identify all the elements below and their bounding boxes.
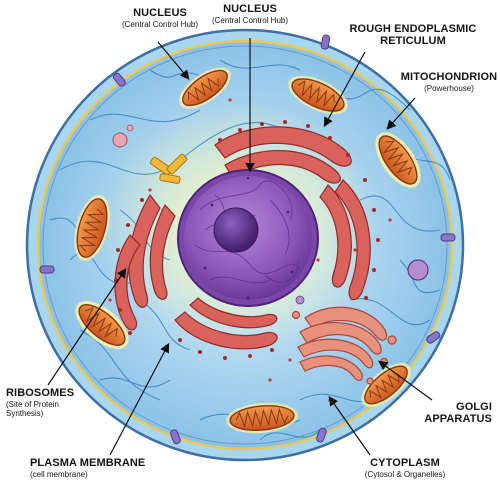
label-rough-er-line1: ROUGH ENDOPLASMIC (349, 23, 477, 35)
mitochondrion-7 (361, 362, 411, 408)
mitochondrion-6 (226, 402, 298, 434)
label-golgi-line2: APPARATUS (424, 412, 492, 425)
label-rough-er-line2: RETICULUM (380, 34, 446, 47)
mitochondrion-1 (179, 67, 231, 109)
label-mitochondrion-sub: (Powerhouse) (424, 83, 474, 93)
vesicle (295, 295, 305, 305)
label-mitochondrion: MITOCHONDRION (Powerhouse) (400, 71, 498, 93)
rough-endoplasmic-reticulum (114, 126, 371, 350)
label-cytoplasm: CYTOPLASM (Cytosol & Organelles) (340, 457, 470, 479)
membrane-proteins (39, 34, 456, 445)
label-plasma-membrane-name: PLASMA MEMBRANE (30, 457, 146, 469)
vesicle (126, 124, 134, 132)
mitochondrion-2 (288, 75, 348, 115)
label-golgi-line1: GOLGI (456, 401, 492, 413)
label-rough-er: ROUGH ENDOPLASMIC RETICULUM (338, 23, 488, 47)
leader-rough-er (323, 51, 366, 128)
leader-mitochondrion (386, 97, 416, 130)
label-plasma-membrane: PLASMA MEMBRANE (cell membrane) (30, 457, 170, 479)
label-plasma-membrane-sub: (cell membrane) (30, 469, 88, 479)
label-ribosomes-sub-line2: Synthesis) (6, 408, 44, 418)
er-ribosomes (114, 120, 380, 360)
label-nucleus-center-name: NUCLEUS (223, 3, 277, 15)
label-ribosomes-name: RIBOSOMES (6, 387, 75, 399)
plasma-membrane-inner-edge (42, 45, 448, 445)
vesicle (112, 132, 128, 148)
label-nucleus-center-sub: (Central Control Hub) (211, 15, 289, 25)
mitochondrion-5 (75, 301, 129, 349)
mitochondrion-4 (74, 194, 110, 262)
leader-ribosomes (47, 268, 127, 386)
nucleolus (213, 207, 259, 253)
label-cytoplasm-name: CYTOPLASM (370, 457, 440, 469)
label-nucleus-left-sub: (Central Control Hub) (121, 19, 199, 29)
label-ribosomes: RIBOSOMES (Site of Protein Synthesis) (6, 387, 106, 418)
label-mitochondrion-name: MITOCHONDRION (400, 71, 498, 83)
mitochondrion-3 (375, 132, 421, 188)
mitochondria (74, 67, 421, 434)
label-golgi: GOLGI APPARATUS (400, 401, 492, 425)
nucleus (177, 169, 319, 307)
vesicles (112, 124, 429, 305)
leader-cytoplasm (328, 396, 371, 456)
label-ribosomes-sub-line1: (Site of Protein (6, 399, 59, 409)
leader-plasma-membrane (109, 342, 170, 456)
label-nucleus-center: NUCLEUS (Central Control Hub) (190, 3, 310, 25)
centrioles (149, 153, 188, 184)
label-nucleus-left: NUCLEUS (Central Control Hub) (95, 7, 225, 29)
label-nucleus-left-name: NUCLEUS (133, 7, 187, 19)
label-cytoplasm-sub: (Cytosol & Organelles) (364, 469, 446, 479)
leader-lines (47, 38, 433, 456)
leader-nucleus-left (157, 41, 190, 80)
vesicle (407, 259, 429, 281)
golgi-apparatus (291, 306, 397, 385)
leader-golgi (378, 360, 433, 401)
